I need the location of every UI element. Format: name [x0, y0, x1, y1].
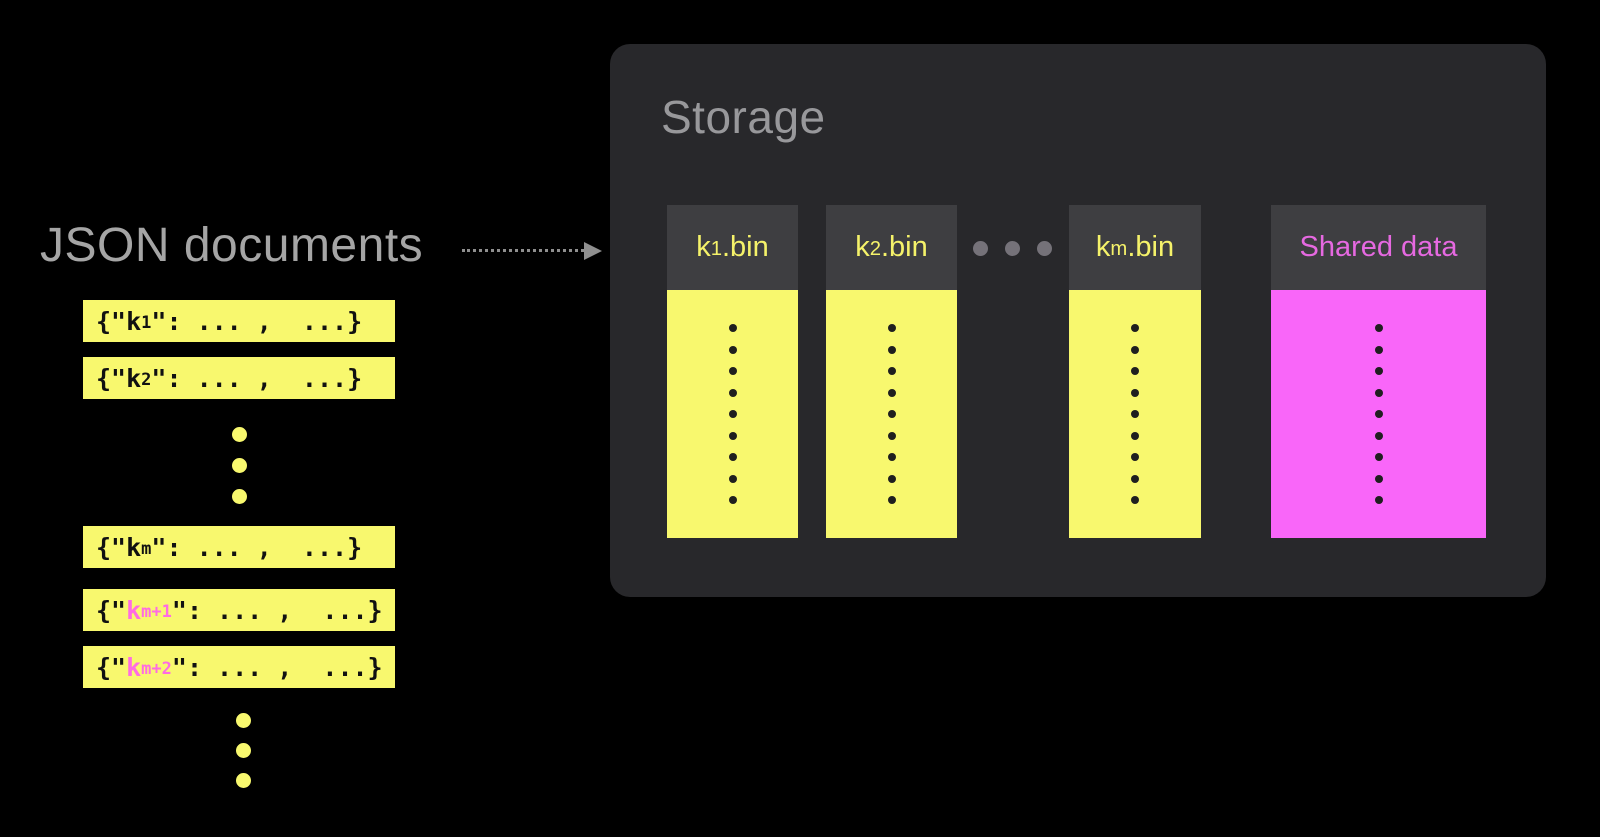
shared-column-header: Shared data — [1271, 205, 1486, 290]
column-ellipsis-dots — [973, 241, 1052, 256]
shared-column-body — [1271, 290, 1486, 538]
shared-label: Shared data — [1299, 231, 1458, 263]
shared-records-dots — [1374, 324, 1383, 504]
doc-key-subscript: 1 — [141, 313, 152, 334]
doc-key: k — [126, 595, 142, 625]
doc-key-subscript: 2 — [141, 370, 152, 391]
bin-records-dots — [1131, 324, 1139, 504]
doc-key: k — [126, 306, 142, 336]
doc-text: ": ... , ...} — [151, 532, 363, 562]
flow-arrow-head-icon — [584, 242, 602, 260]
doc-key: k — [126, 532, 142, 562]
doc-tail-ellipsis-dots — [236, 713, 251, 788]
bin-records-dots — [728, 324, 737, 504]
doc-text: ": ... , ...} — [151, 306, 363, 336]
doc-key-subscript: m — [141, 539, 152, 560]
bin-label-subscript: 2 — [869, 238, 881, 261]
doc-key: k — [126, 363, 142, 393]
doc-text: ": ... , ...} — [151, 363, 363, 393]
bin-column-body — [667, 290, 798, 538]
doc-key-subscript: m+1 — [141, 602, 172, 623]
doc-text: {" — [96, 532, 127, 562]
bin-label-ext: .bin — [722, 231, 769, 263]
bin-label: k — [696, 231, 711, 263]
doc-text: {" — [96, 363, 127, 393]
doc-text: ": ... , ...} — [171, 595, 383, 625]
doc-text: {" — [96, 306, 127, 336]
bin-label-subscript: m — [1110, 238, 1128, 261]
json-documents-title: JSON documents — [40, 219, 424, 272]
doc-ellipsis-dots — [232, 427, 247, 504]
bin-label-ext: .bin — [1127, 231, 1175, 263]
storage-title: Storage — [661, 91, 826, 143]
doc-text: {" — [96, 595, 127, 625]
bin-records-dots — [887, 324, 896, 504]
doc-text: {" — [96, 652, 127, 682]
flow-arrow-line — [462, 249, 584, 252]
doc-key-subscript: m+2 — [141, 659, 172, 680]
doc-text: ": ... , ...} — [171, 652, 383, 682]
shared-data-column: Shared data — [1271, 205, 1486, 538]
bin-label: k — [1095, 231, 1111, 263]
bin-label-ext: .bin — [881, 231, 928, 263]
bin-column-body — [826, 290, 957, 538]
doc-key: k — [126, 652, 142, 682]
bin-column-body — [1069, 290, 1201, 538]
bin-label-subscript: 1 — [710, 238, 722, 261]
bin-label: k — [855, 231, 870, 263]
